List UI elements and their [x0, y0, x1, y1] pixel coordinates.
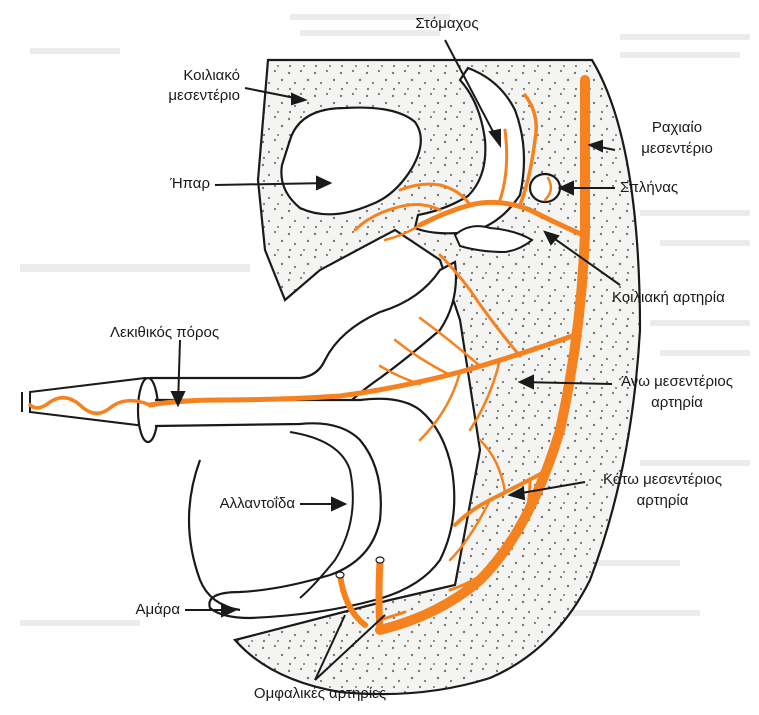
spleen-shape: [530, 174, 560, 202]
label-superior-mesenteric-line1: Άνω μεσεντέριος: [602, 372, 752, 391]
label-celiac-artery: Κοιλιακή αρτηρία: [612, 288, 757, 307]
label-liver: Ήπαρ: [140, 174, 210, 193]
label-allantois: Αλλαντοΐδα: [180, 494, 295, 513]
body-wall-lower: [189, 460, 240, 610]
label-dorsal-mesentery-line2: μεσεντέριο: [612, 139, 742, 158]
label-spleen: Σπλήνας: [620, 178, 740, 197]
label-dorsal-mesentery-line1: Ραχιαίο: [612, 118, 742, 137]
label-ventral-mesentery-line2: μεσεντέριο: [130, 86, 240, 105]
label-umbilical-arteries: Ομφαλικές αρτηρίες: [235, 684, 405, 703]
label-inferior-mesenteric-line1: Κάτω μεσεντέριος: [580, 470, 745, 489]
label-superior-mesenteric-line2: αρτηρία: [602, 393, 752, 412]
label-inferior-mesenteric-line2: αρτηρία: [580, 491, 745, 510]
label-cloaca: Αμάρα: [110, 600, 180, 619]
label-stomach: Στόμαχος: [392, 14, 502, 33]
label-vitelline-duct: Λεκιθικός πόρος: [110, 323, 270, 342]
label-ventral-mesentery-line1: Κοιλιακό: [130, 66, 240, 85]
